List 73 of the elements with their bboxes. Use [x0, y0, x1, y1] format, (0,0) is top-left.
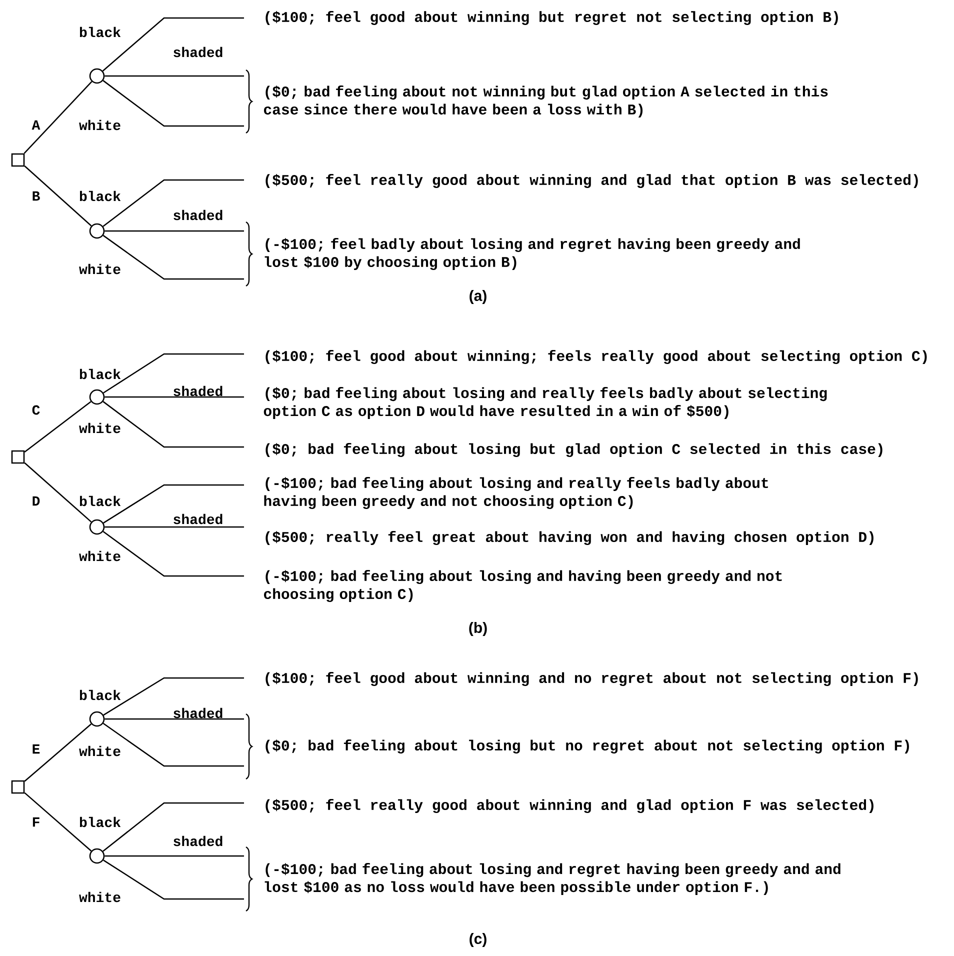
- option-label: A: [32, 120, 40, 130]
- branch-line: [102, 531, 244, 577]
- branch-label: black: [80, 690, 121, 700]
- branch-label: black: [80, 190, 121, 202]
- decision-square: [11, 153, 25, 167]
- branch-label: white: [79, 422, 120, 434]
- outcome-text: (-$100; bad feeling about losing and really feels badly about having been greedy and not choosing option C): [264, 476, 768, 510]
- branch-line: [24, 792, 92, 852]
- branch-label: shaded: [174, 386, 222, 396]
- outcome-text: ($0; bad feeling about losing but glad option C selected in this case): [266, 442, 882, 458]
- branch-line: [103, 677, 244, 716]
- branch-line: [102, 80, 244, 127]
- branch-line: [102, 17, 244, 72]
- chance-circle: [89, 711, 105, 727]
- branch-line: [104, 718, 244, 720]
- branch-line: [104, 230, 244, 232]
- branch-line: [24, 401, 92, 452]
- branch-line: [104, 75, 244, 77]
- option-label: D: [32, 496, 40, 506]
- outcome-text: ($500; feel really good about winning and glad option F was selected): [266, 798, 874, 814]
- branch-label: black: [80, 368, 121, 380]
- outcome-text: ($100; feel good about winning and no regret about not selecting option F): [266, 672, 918, 686]
- branch-label: shaded: [174, 708, 222, 718]
- outcome-text: ($500; feel really good about winning and glad that option B was selected): [266, 174, 918, 188]
- bracketed-outcome-text: ($0; bad feeling about losing but no regret about not selecting option F): [246, 714, 909, 780]
- branch-line: [104, 855, 244, 857]
- option-label: C: [32, 405, 40, 415]
- branch-line: [24, 81, 92, 154]
- branch-label: white: [79, 120, 120, 130]
- bracketed-outcome-text: (-$100; feel badly about losing and regret having been greedy and lost $100 by choosing option B): [246, 222, 800, 286]
- branch-line: [104, 526, 244, 528]
- chance-circle: [89, 519, 105, 535]
- chance-circle: [89, 389, 105, 405]
- branch-line: [103, 353, 244, 394]
- option-label: B: [32, 191, 40, 201]
- branch-label: shaded: [174, 836, 222, 846]
- branch-label: black: [80, 496, 121, 506]
- branch-line: [104, 396, 244, 398]
- branch-line: [24, 724, 92, 782]
- bracketed-outcome-text: (-$100; bad feeling about losing and regret having been greedy and and lost $100 as no loss would have been possible under option F.): [246, 846, 840, 912]
- branch-line: [103, 484, 244, 524]
- branch-label: white: [79, 892, 120, 902]
- chance-circle: [89, 848, 105, 864]
- panel-caption: (c): [470, 933, 486, 947]
- branch-line: [102, 179, 244, 227]
- branch-line: [103, 860, 244, 900]
- branch-label: shaded: [174, 514, 222, 524]
- panel-caption: (b): [469, 622, 487, 636]
- branch-line: [24, 166, 92, 226]
- bracketed-outcome-text: ($0; bad feeling about not winning but glad option A selected in this case since there would have been a loss with B): [246, 70, 828, 134]
- branch-line: [102, 234, 244, 280]
- option-label: E: [32, 744, 40, 754]
- branch-label: white: [79, 746, 120, 756]
- decision-square: [11, 450, 25, 464]
- branch-line: [102, 722, 244, 767]
- branch-label: white: [79, 550, 120, 562]
- outcome-text: ($0; bad feeling about losing and really feels badly about selecting option C as option D would have resulted in a win of $500): [264, 387, 827, 420]
- branch-label: shaded: [174, 210, 222, 220]
- outcome-text: ($500; really feel great about having won and having chosen option D): [266, 530, 874, 546]
- branch-line: [24, 462, 92, 522]
- branch-label: shaded: [174, 46, 222, 58]
- chance-circle: [89, 223, 105, 239]
- branch-line: [102, 401, 244, 448]
- decision-square: [11, 780, 25, 794]
- option-label: F: [32, 817, 40, 827]
- branch-label: white: [79, 264, 120, 274]
- outcome-text: (-$100; bad feeling about losing and having been greedy and not choosing option C): [264, 570, 782, 602]
- outcome-text: ($100; feel good about winning but regret not selecting option B): [266, 10, 838, 26]
- chance-circle: [89, 68, 105, 84]
- branch-line: [102, 802, 244, 852]
- branch-label: black: [80, 816, 121, 828]
- outcome-text: ($100; feel good about winning; feels really good about selecting option C): [266, 350, 927, 364]
- branch-label: black: [80, 26, 121, 38]
